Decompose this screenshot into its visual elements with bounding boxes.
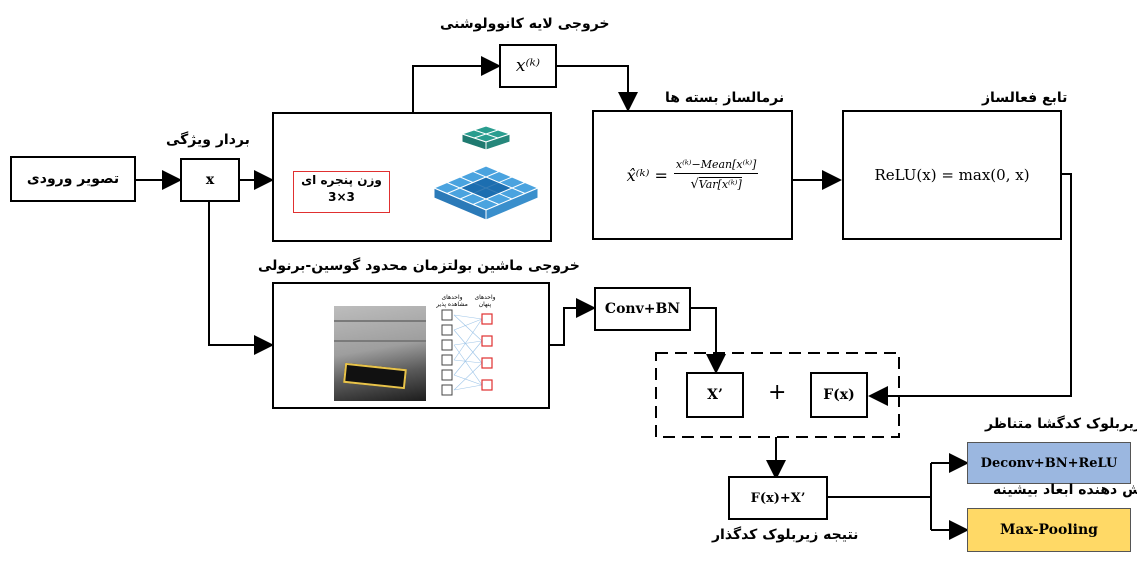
bn-fraction: x⁽ᵏ⁾−Mean[x⁽ᵏ⁾] √Var[x⁽ᵏ⁾] xyxy=(673,158,759,192)
activation-label: تابع فعالساز xyxy=(982,90,1068,106)
x-prime-box: X’ xyxy=(686,372,744,418)
x-prime-label: X’ xyxy=(707,387,723,403)
maxpool-box: Max-Pooling xyxy=(967,508,1131,552)
relu-box: ReLU(x) = max(0, x) xyxy=(842,110,1062,240)
arrow-convbn-to-xprime xyxy=(691,307,726,374)
stripe xyxy=(334,340,426,342)
batch-norm-label: نرمالساز بسته ها xyxy=(665,90,785,106)
rbm-output-label: خروجی ماشین بولتزمان محدود گوسین-برنولی xyxy=(258,258,580,274)
arrow-conv-to-xk xyxy=(412,56,501,112)
fx-box: F(x) xyxy=(810,372,868,418)
conv-bn-box: Conv+BN xyxy=(594,287,691,331)
output-feature-map xyxy=(460,125,512,151)
decoder-label: زیربلوک کدگشا متناظر xyxy=(985,416,1137,432)
fx-label: F(x) xyxy=(823,387,855,403)
conv-layer-box: وزن پنجره ای 3×3 xyxy=(272,112,552,242)
bn-denominator-wrap: √Var[x⁽ᵏ⁾] xyxy=(690,174,742,192)
conv-output-label: خروجی لایه کانوولوشنی xyxy=(440,16,610,32)
xk-node-label: x⁽ᵏ⁾ xyxy=(515,56,541,76)
batch-norm-box: x̂⁽ᵏ⁾ = x⁽ᵏ⁾−Mean[x⁽ᵏ⁾] √Var[x⁽ᵏ⁾] xyxy=(592,110,793,240)
sum-node-label: F(x)+X’ xyxy=(750,490,806,506)
input-image-label: تصویر ورودی xyxy=(26,171,120,187)
x-node-label: x xyxy=(205,172,215,188)
kernel-weight-box: وزن پنجره ای 3×3 xyxy=(293,171,390,213)
input-image-box: تصویر ورودی xyxy=(10,156,136,202)
kernel-weight-line2: 3×3 xyxy=(328,190,355,204)
feature-vector-label: بردار ویژگی xyxy=(166,132,250,148)
arrow-relu-to-fx xyxy=(868,173,1072,406)
residual-block-dashed xyxy=(655,352,900,438)
kernel-weight-line1: وزن پنجره ای xyxy=(301,173,382,187)
decoder-box: Deconv+BN+ReLU xyxy=(967,442,1131,484)
rbm-visible-label: واحدهای مشاهده پذیر xyxy=(436,294,468,308)
rbm-hidden-label: واحدهای پنهان xyxy=(474,294,496,308)
relu-formula: ReLU(x) = max(0, x) xyxy=(874,166,1030,184)
conv-kernel-illustration xyxy=(432,125,540,221)
xk-node: x⁽ᵏ⁾ xyxy=(499,44,557,88)
maxpool-box-label: Max-Pooling xyxy=(1000,522,1098,538)
bn-numerator: x⁽ᵏ⁾−Mean[x⁽ᵏ⁾] xyxy=(673,158,759,174)
arrow-xk-to-bn xyxy=(557,65,638,112)
vehicle-detection xyxy=(343,362,407,390)
decoder-box-label: Deconv+BN+ReLU xyxy=(980,455,1118,471)
input-feature-map xyxy=(432,165,540,221)
reducer-label: کاهش دهنده ابعاد بیشینه xyxy=(993,482,1137,498)
rbm-network xyxy=(441,309,493,396)
arrow-x-to-rbm xyxy=(208,202,274,355)
plus-sign: + xyxy=(768,380,787,405)
conv-bn-label: Conv+BN xyxy=(604,301,681,317)
arrow-rbm-to-convbn xyxy=(550,298,596,346)
x-node: x xyxy=(180,158,240,202)
sum-node: F(x)+X’ xyxy=(728,476,828,520)
stripe xyxy=(334,320,426,322)
bn-formula: x̂⁽ᵏ⁾ = x⁽ᵏ⁾−Mean[x⁽ᵏ⁾] √Var[x⁽ᵏ⁾] xyxy=(627,158,759,192)
encoder-result-label: نتیجه زیربلوک کدگذار xyxy=(712,527,859,543)
bn-formula-lhs: x̂⁽ᵏ⁾ = xyxy=(626,165,668,185)
rbm-sar-image xyxy=(334,306,426,401)
sqrt-symbol: √ xyxy=(690,177,699,192)
rbm-box: واحدهای مشاهده پذیر واحدهای پنهان xyxy=(272,282,550,409)
bn-denominator: Var[x⁽ᵏ⁾] xyxy=(698,177,742,191)
